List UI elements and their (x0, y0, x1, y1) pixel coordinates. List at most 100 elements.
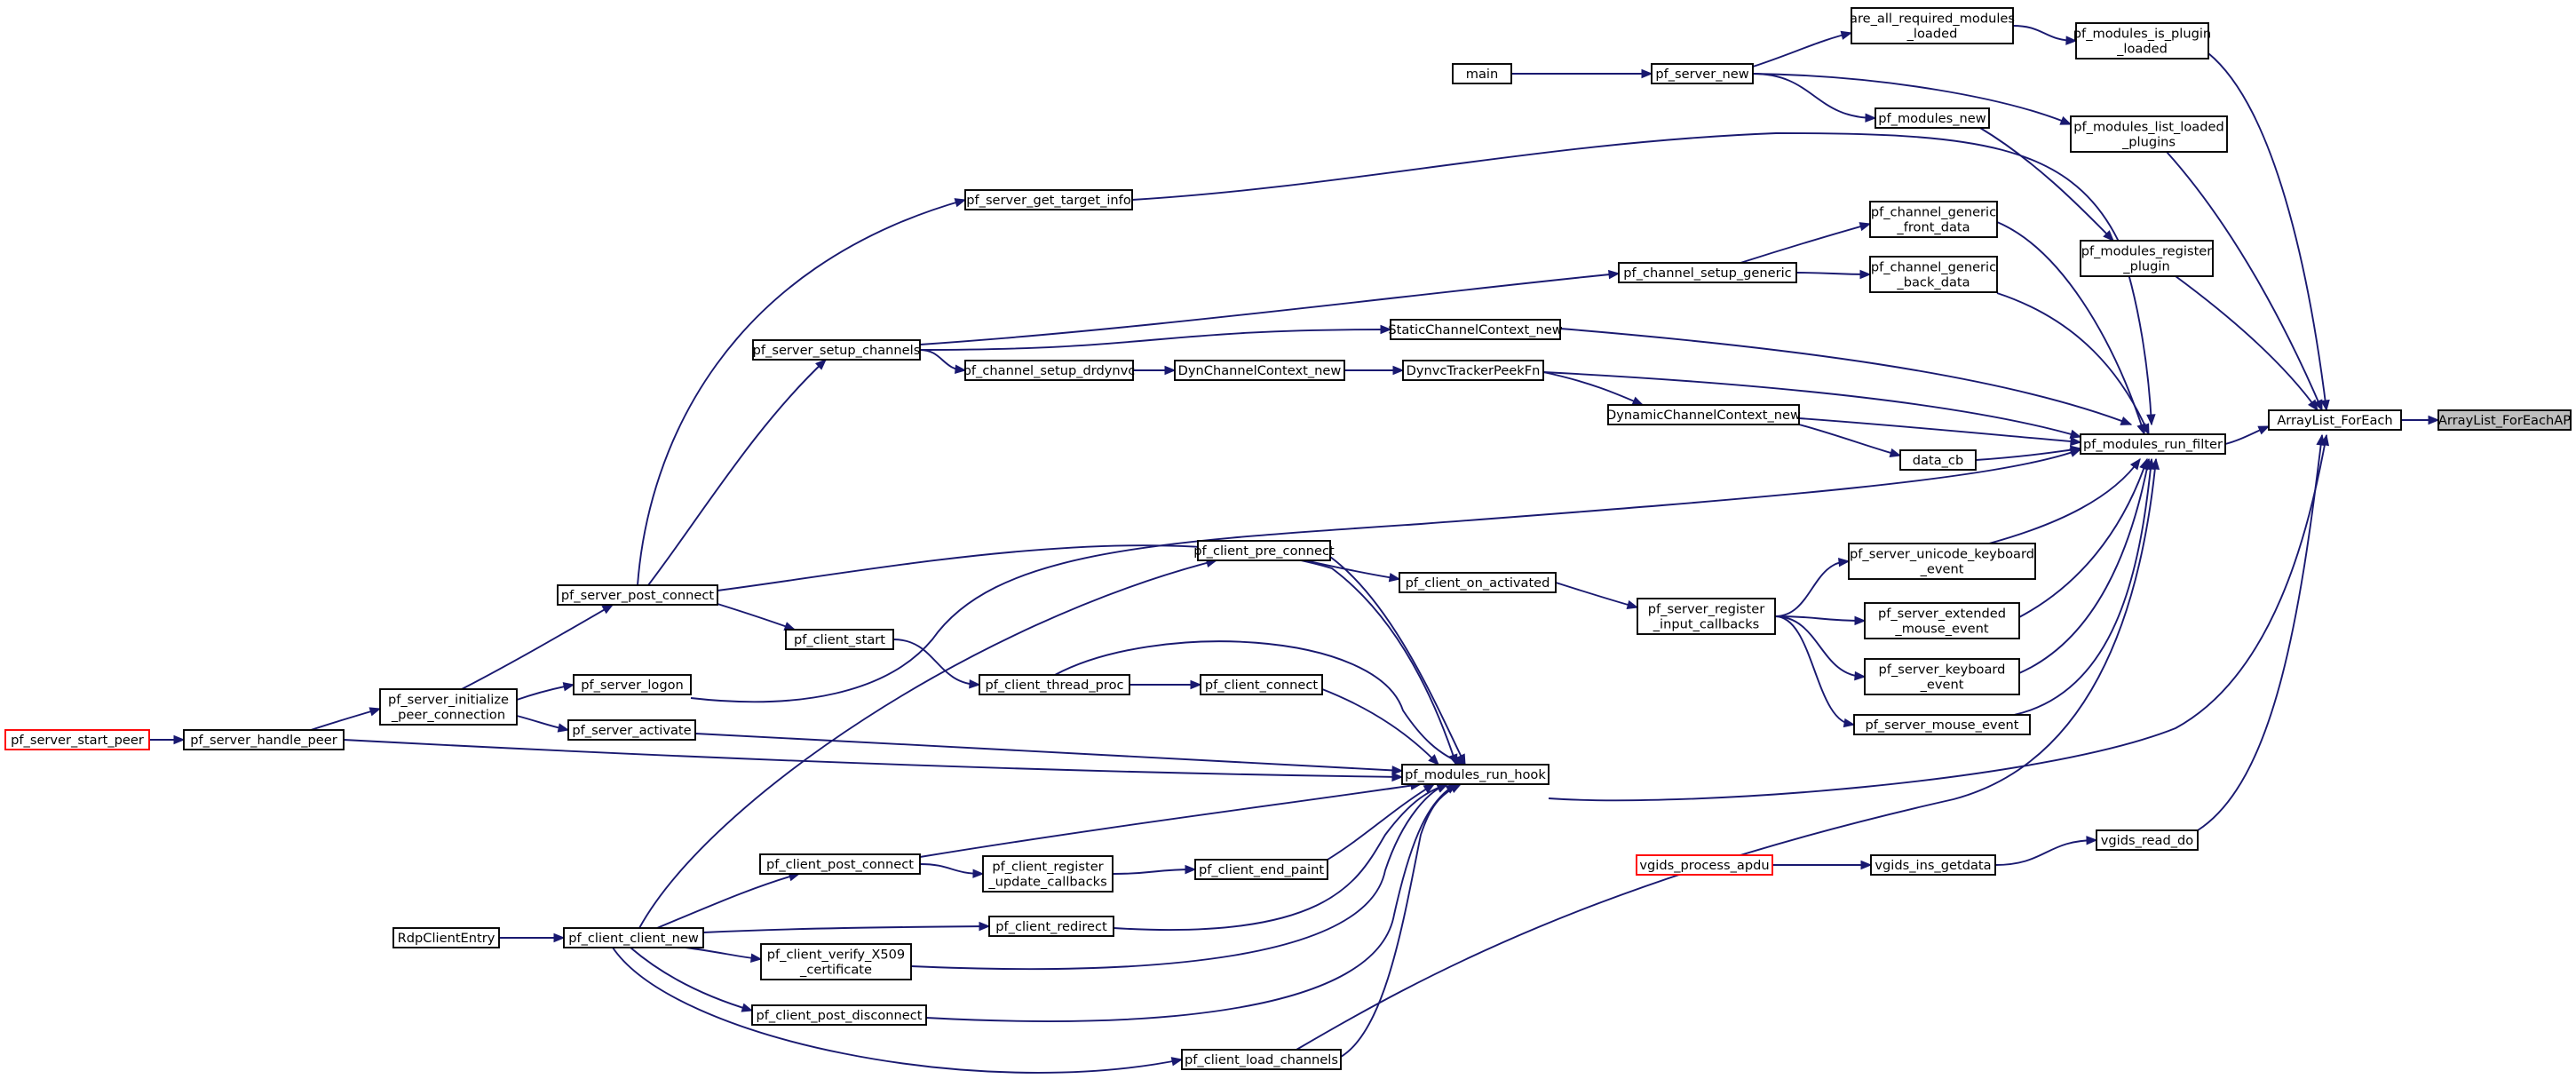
node-pf-modules-register-plugin[interactable]: pf_modules_register_plugin (2080, 240, 2214, 277)
node-pf-channel-setup-drdynvc[interactable]: pf_channel_setup_drdynvc (963, 360, 1136, 381)
edge-arrowhead (2086, 836, 2098, 845)
node-are-all-required-modules-loaded[interactable]: are_all_required_modules_loaded (1850, 7, 2015, 44)
node-staticchannelcontext-new[interactable]: StaticChannelContext_new (1388, 319, 1563, 340)
edge-n6-n2 (2224, 425, 2271, 445)
node-pf-client-verify-x509-certificate[interactable]: pf_client_verify_X509_certificate (760, 943, 912, 980)
node-label: pf_server_keyboard (1879, 663, 2006, 678)
edge-n2-n1 (2401, 415, 2440, 425)
node-box (1869, 201, 1998, 238)
edge-n9-n8 (1752, 30, 1853, 67)
node-label: pf_server_get_target_info (966, 193, 1131, 208)
node-box (1870, 854, 1996, 876)
node-vgids-read-do[interactable]: vgids_read_do (2096, 829, 2199, 851)
node-label: DynamicChannelContext_new (1606, 408, 1801, 423)
node-pf-server-setup-channels[interactable]: pf_server_setup_channels (752, 339, 921, 361)
nodes-layer: ArrayList_ForEachAP ArrayList_ForEach pf_m… (4, 7, 2572, 1070)
edge-arrowhead (1388, 572, 1401, 583)
node-label: pf_modules_is_plugin (2073, 27, 2211, 42)
node-pf-client-thread-proc[interactable]: pf_client_thread_proc (979, 674, 1130, 695)
edge-n8-n3 (2012, 25, 2078, 45)
node-pf-server-keyboard-event[interactable]: pf_server_keyboard_event (1864, 658, 2020, 695)
node-pf-server-new[interactable]: pf_server_new (1651, 63, 1754, 84)
node-arraylist-foreachap[interactable]: ArrayList_ForEachAP (2437, 409, 2572, 431)
edge-n26-n28 (1774, 615, 1867, 626)
node-pf-client-start[interactable]: pf_client_start (785, 629, 894, 650)
node-box (2096, 829, 2199, 851)
edge-arrowhead (1843, 718, 1856, 728)
node-pf-server-get-target-info[interactable]: pf_server_get_target_info (964, 189, 1133, 210)
edge-n16-n18 (919, 349, 967, 374)
node-vgids-process-apdu[interactable]: vgids_process_apdu (1636, 854, 1773, 876)
edge-line (1996, 292, 2150, 435)
node-rdpcliententry[interactable]: RdpClientEntry (392, 927, 500, 948)
node-dynchannelcontext-new[interactable]: DynChannelContext_new (1174, 360, 1345, 381)
node-arraylist-foreach[interactable]: ArrayList_ForEach (2268, 409, 2402, 431)
edge-arrowhead (1838, 558, 1851, 567)
node-main[interactable]: main (1452, 63, 1512, 84)
node-label: pf_server_new (1655, 67, 1748, 82)
edge-line (1113, 783, 1448, 932)
node-pf-channel-generic-back-data[interactable]: pf_channel_generic_back_data (1869, 256, 1998, 293)
node-pf-server-extended-mouse-event[interactable]: pf_server_extended_mouse_event (1864, 602, 2020, 639)
node-pf-server-handle-peer[interactable]: pf_server_handle_peer (183, 729, 345, 750)
edge-n32-n39 (1054, 640, 1467, 766)
node-pf-server-logon[interactable]: pf_server_logon (573, 674, 692, 695)
node-pf-client-register-update-callbacks[interactable]: pf_client_register_update_callbacks (982, 855, 1114, 893)
node-label: data_cb (1913, 453, 1963, 468)
node-pf-client-redirect[interactable]: pf_client_redirect (988, 916, 1114, 937)
edge-n25-n26 (1555, 582, 1639, 609)
edge-n23-n16 (647, 359, 827, 586)
node-pf-server-start-peer[interactable]: pf_server_start_peer (4, 729, 150, 750)
node-pf-client-connect[interactable]: pf_client_connect (1200, 674, 1323, 695)
edge-line (2207, 52, 2327, 411)
edge-arrowhead (1164, 365, 1177, 376)
edge-line (1795, 272, 1871, 275)
edge-n35-n34 (516, 682, 575, 701)
edge-arrowhead (1391, 766, 1404, 775)
node-label: pf_server_unicode_keyboard (1850, 547, 2034, 562)
node-pf-client-client-new[interactable]: pf_client_client_new (563, 927, 704, 948)
edge-arrowhead (741, 1003, 754, 1012)
edge-n16-n14 (919, 269, 1621, 345)
node-label: pf_server_initialize (388, 693, 509, 708)
node-label: pf_server_activate (572, 723, 691, 738)
node-pf-channel-setup-generic[interactable]: pf_channel_setup_generic (1618, 262, 1797, 283)
edge-arrowhead (2428, 415, 2440, 425)
node-pf-server-register-input-callbacks[interactable]: pf_server_register_input_callbacks (1637, 598, 1776, 635)
node-pf-modules-is-plugin-loaded[interactable]: pf_modules_is_plugin_loaded (2073, 22, 2211, 60)
node-pf-client-post-connect[interactable]: pf_client_post_connect (759, 853, 921, 875)
edge-arrowhead (369, 707, 382, 717)
node-box (1651, 63, 1754, 84)
edge-arrowhead (2069, 448, 2082, 457)
node-label: DynChannelContext_new (1178, 363, 1342, 378)
edge-n13-n6 (1996, 292, 2150, 436)
node-pf-server-mouse-event[interactable]: pf_server_mouse_event (1853, 714, 2031, 735)
node-box (1899, 449, 1977, 471)
edge-n16-n17 (919, 324, 1392, 351)
node-pf-modules-new[interactable]: pf_modules_new (1875, 107, 1990, 129)
node-pf-modules-list-loaded-plugins[interactable]: pf_modules_list_loaded_plugins (2070, 115, 2228, 153)
edge-n14-n13 (1795, 269, 1872, 280)
node-pf-server-initialize-peer-connection[interactable]: pf_server_initialize_peer_connection (379, 688, 518, 726)
node-label: _plugin (2122, 259, 2169, 274)
edge-n34-n6 (690, 448, 2082, 703)
node-dynamicchannelcontext-new[interactable]: DynamicChannelContext_new (1606, 404, 1801, 425)
node-label: pf_client_start (794, 632, 885, 647)
node-pf-client-post-disconnect[interactable]: pf_client_post_disconnect (751, 1004, 927, 1026)
node-pf-modules-run-hook[interactable]: pf_modules_run_hook (1401, 764, 1550, 785)
node-pf-server-unicode-keyboard-event[interactable]: pf_server_unicode_keyboard_event (1848, 543, 2036, 580)
node-vgids-ins-getdata[interactable]: vgids_ins_getdata (1870, 854, 1996, 876)
node-data-cb[interactable]: data_cb (1899, 449, 1977, 471)
node-dynvctrackerpeekfn[interactable]: DynvcTrackerPeekFn (1402, 360, 1544, 381)
node-pf-client-on-activated[interactable]: pf_client_on_activated (1399, 572, 1557, 593)
edge-n42-n43 (919, 863, 985, 878)
node-pf-server-post-connect[interactable]: pf_server_post_connect (557, 584, 718, 606)
node-pf-client-pre-connect[interactable]: pf_client_pre_connect (1193, 540, 1335, 561)
edge-arrowhead (2103, 230, 2114, 242)
node-pf-client-end-paint[interactable]: pf_client_end_paint (1194, 859, 1328, 880)
node-pf-modules-run-filter[interactable]: pf_modules_run_filter (2080, 433, 2226, 455)
node-pf-client-load-channels[interactable]: pf_client_load_channels (1181, 1049, 1342, 1070)
node-pf-channel-generic-front-data[interactable]: pf_channel_generic_front_data (1869, 201, 1998, 238)
node-pf-server-activate[interactable]: pf_server_activate (567, 719, 696, 741)
edge-line (685, 947, 762, 960)
